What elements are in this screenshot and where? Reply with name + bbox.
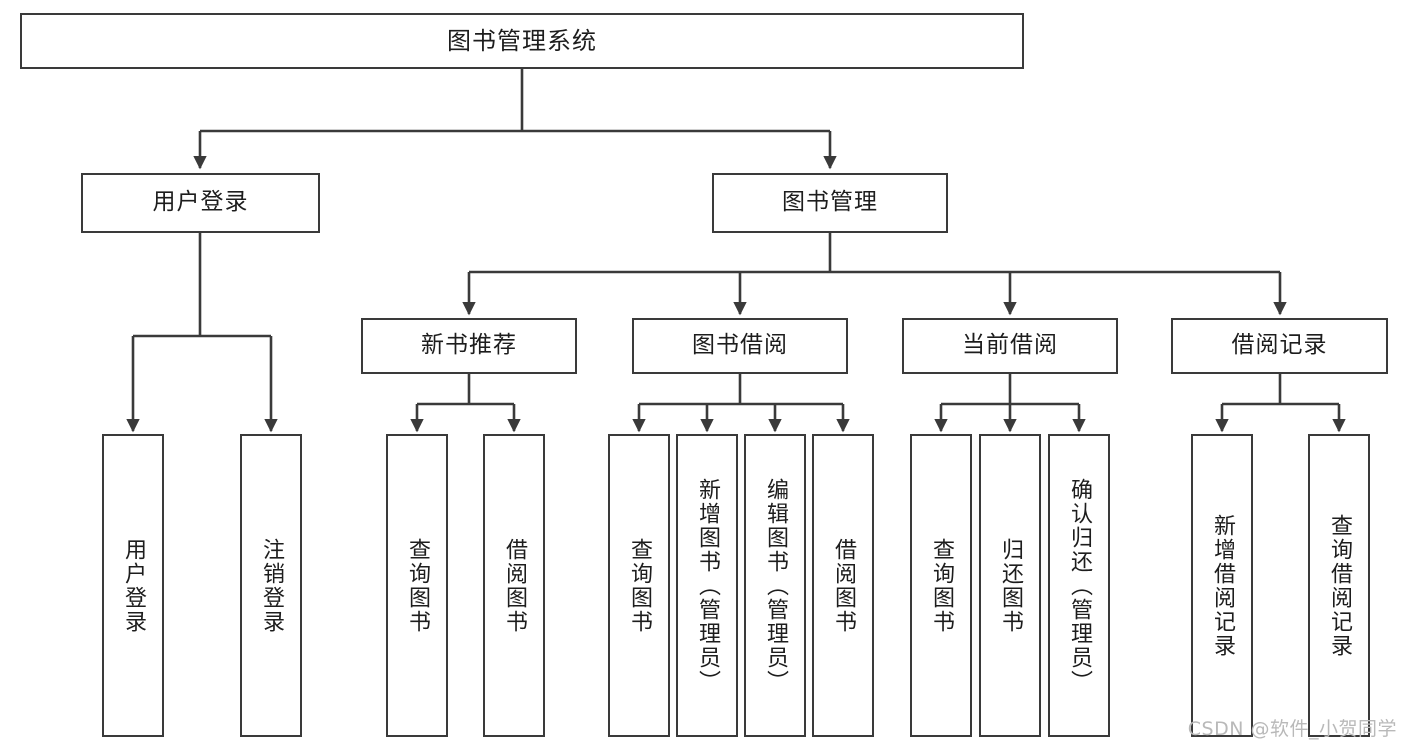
- node-new-book-recommend-label: 新书推荐: [421, 332, 517, 359]
- leaf-label: 用户登录: [120, 537, 146, 634]
- node-user-login[interactable]: 用户登录: [81, 173, 320, 233]
- leaf-label: 借阅图书: [501, 537, 527, 634]
- leaf-book-borrow-add-book-admin[interactable]: 新增图书（管理员）: [676, 434, 738, 737]
- node-borrow-record-label: 借阅记录: [1231, 332, 1328, 359]
- leaf-label: 借阅图书: [830, 537, 856, 634]
- leaf-label: 查询图书: [404, 537, 430, 634]
- leaf-current-borrow-confirm-return-admin[interactable]: 确认归还（管理员）: [1048, 434, 1110, 737]
- leaf-label: 编辑图书（管理员）: [762, 477, 788, 694]
- leaf-user-login-login[interactable]: 用户登录: [102, 434, 164, 737]
- node-book-management[interactable]: 图书管理: [712, 173, 948, 233]
- leaf-new-book-borrow-book[interactable]: 借阅图书: [483, 434, 545, 737]
- leaf-label: 新增借阅记录: [1209, 513, 1235, 658]
- leaf-book-borrow-query-book[interactable]: 查询图书: [608, 434, 670, 737]
- leaf-label: 新增图书（管理员）: [694, 477, 720, 694]
- node-new-book-recommend[interactable]: 新书推荐: [361, 318, 577, 374]
- leaf-label: 查询借阅记录: [1326, 513, 1352, 658]
- node-root-label: 图书管理系统: [447, 26, 597, 55]
- leaf-user-login-logout[interactable]: 注销登录: [240, 434, 302, 737]
- leaf-current-borrow-return-book[interactable]: 归还图书: [979, 434, 1041, 737]
- node-user-login-label: 用户登录: [152, 189, 249, 216]
- leaf-label: 归还图书: [997, 537, 1023, 634]
- node-book-management-label: 图书管理: [782, 189, 878, 216]
- watermark: CSDN @软件_小贺同学: [1187, 718, 1397, 740]
- node-current-borrow[interactable]: 当前借阅: [902, 318, 1118, 374]
- leaf-new-book-query-book[interactable]: 查询图书: [386, 434, 448, 737]
- leaf-label: 注销登录: [258, 537, 284, 634]
- node-book-borrow-label: 图书借阅: [692, 332, 788, 359]
- leaf-book-borrow-edit-book-admin[interactable]: 编辑图书（管理员）: [744, 434, 806, 737]
- node-root-book-management-system[interactable]: 图书管理系统: [20, 13, 1024, 69]
- leaf-book-borrow-borrow-book[interactable]: 借阅图书: [812, 434, 874, 737]
- leaf-label: 确认归还（管理员）: [1066, 477, 1092, 694]
- leaf-borrow-record-add-record[interactable]: 新增借阅记录: [1191, 434, 1253, 737]
- node-book-borrow[interactable]: 图书借阅: [632, 318, 848, 374]
- leaf-label: 查询图书: [626, 537, 652, 634]
- leaf-label: 查询图书: [928, 537, 954, 634]
- node-borrow-record[interactable]: 借阅记录: [1171, 318, 1388, 374]
- leaf-current-borrow-query-book[interactable]: 查询图书: [910, 434, 972, 737]
- leaf-borrow-record-query-record[interactable]: 查询借阅记录: [1308, 434, 1370, 737]
- node-current-borrow-label: 当前借阅: [962, 332, 1058, 359]
